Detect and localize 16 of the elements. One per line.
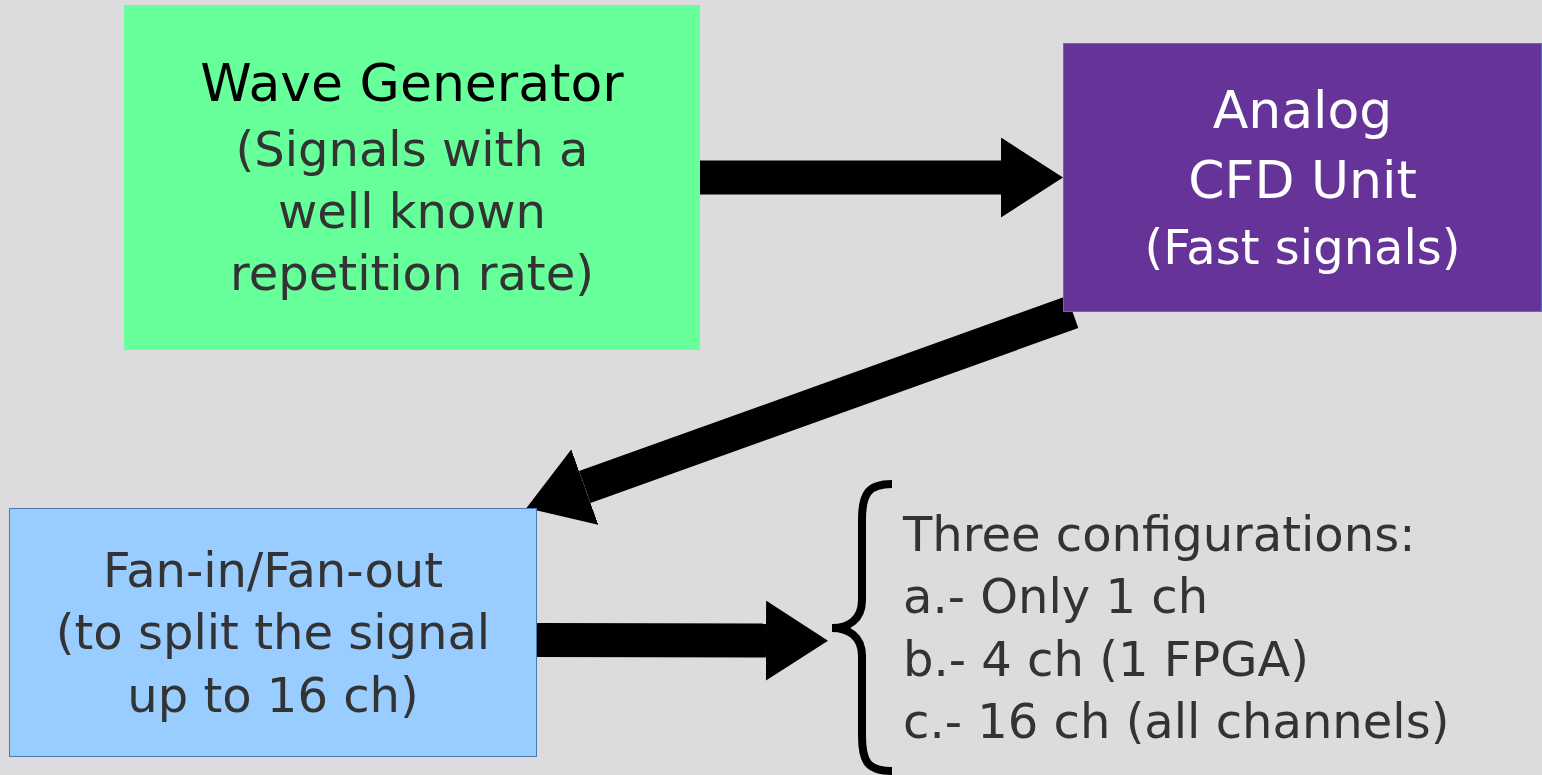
box-title: Analog CFD Unit: [1187, 78, 1418, 213]
process-box: [1063, 43, 1542, 312]
list-item: b.- 4 ch (1 FPGA): [903, 629, 1310, 689]
arrow: [536, 600, 828, 681]
box-description: (Signals with a well known repetition rate): [229, 119, 595, 304]
arrow: [526, 296, 1079, 525]
arrow: [700, 137, 1063, 218]
box-description: (Fast signals): [1144, 218, 1461, 278]
box-title: Wave Generator: [200, 52, 624, 116]
list-heading: Three configurations:: [903, 504, 1417, 564]
process-box: [124, 5, 700, 350]
list-item: c.- 16 ch (all channels): [903, 691, 1450, 751]
box-description: (to split the signal up to 16 ch): [54, 603, 492, 725]
list-item: a.- Only 1 ch: [903, 567, 1210, 627]
box-title: Fan-in/Fan-out: [102, 540, 444, 600]
process-box: [9, 508, 537, 757]
